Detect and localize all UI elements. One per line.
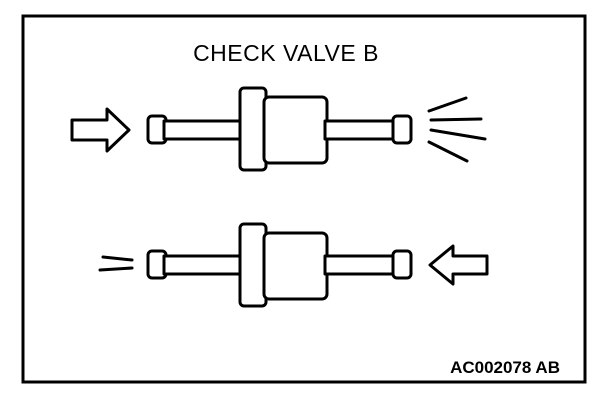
valve-body: [262, 231, 329, 301]
right-hose-barb: [323, 119, 399, 141]
left-hose-barb: [162, 254, 244, 276]
left-hose-barb: [162, 119, 244, 141]
valve-body: [262, 95, 329, 165]
figure-frame: [21, 14, 587, 384]
figure-title: CHECK VALVE B: [193, 40, 379, 66]
right-nipple-tip: [391, 249, 413, 280]
right-nipple-tip: [391, 114, 413, 145]
bottom-valve: [98, 222, 489, 308]
top-valve: [70, 86, 487, 172]
figure-code: AC002078 AB: [450, 358, 560, 377]
right-hose-barb: [323, 254, 399, 276]
flow-spray-lines: [427, 96, 487, 163]
valve-flange: [238, 222, 268, 308]
valve-flange: [238, 86, 268, 172]
inlet-arrow-right: [70, 107, 131, 153]
backflow-lines: [98, 255, 134, 272]
inlet-arrow-left: [428, 244, 489, 286]
